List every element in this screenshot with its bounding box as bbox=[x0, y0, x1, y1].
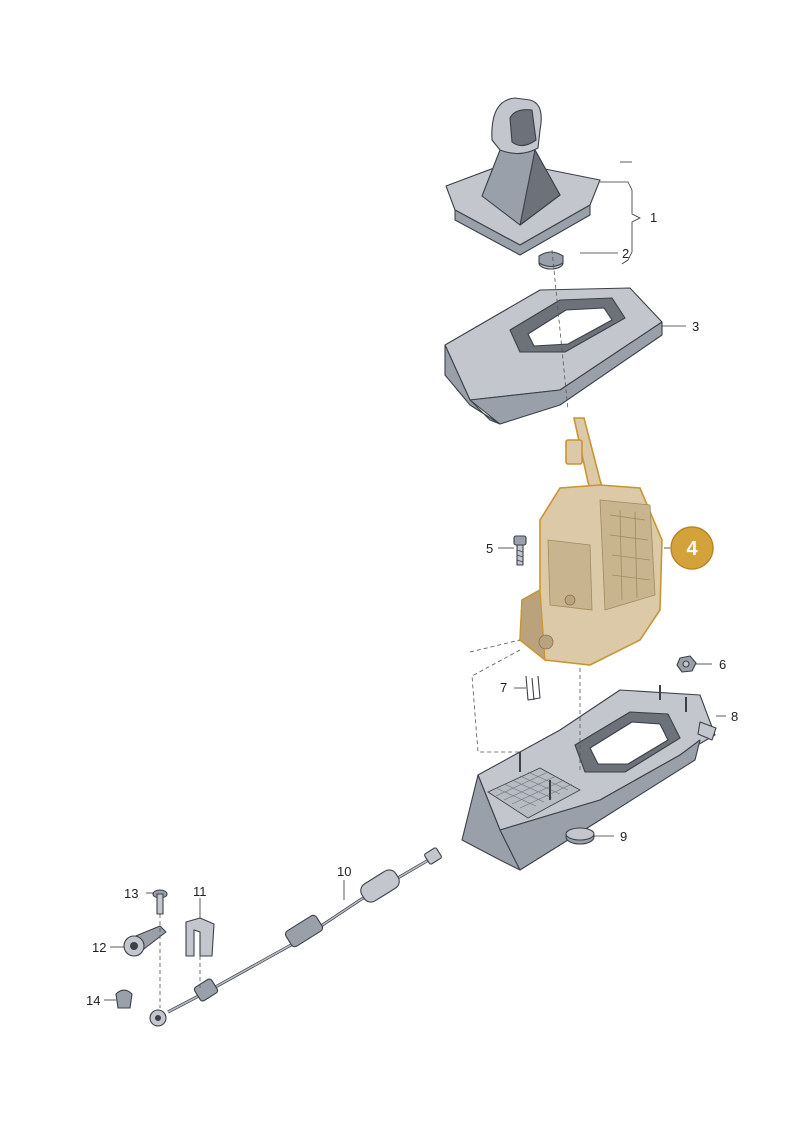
lever-bracket-12[interactable] bbox=[123, 925, 167, 957]
callout-5: 5 bbox=[486, 541, 493, 556]
callout-7: 7 bbox=[500, 680, 507, 695]
shift-base-housing[interactable] bbox=[461, 685, 717, 871]
callout-13: 13 bbox=[124, 886, 138, 901]
callout-labels: 1 2 3 4 5 6 7 8 9 10 11 12 13 14 bbox=[86, 210, 738, 1008]
callout-3: 3 bbox=[692, 319, 699, 334]
callout-12: 12 bbox=[92, 940, 106, 955]
screw-part-5[interactable] bbox=[513, 535, 527, 566]
gear-shift-mechanism[interactable] bbox=[519, 417, 663, 666]
console-trim-frame[interactable] bbox=[444, 287, 663, 425]
clip-part-14[interactable] bbox=[115, 989, 133, 1009]
gear-knob-boot[interactable] bbox=[445, 97, 601, 256]
callout-9: 9 bbox=[620, 829, 627, 844]
retaining-clip-7[interactable] bbox=[525, 675, 541, 701]
callout-2: 2 bbox=[622, 246, 629, 261]
callout-11: 11 bbox=[193, 884, 207, 899]
callout-6: 6 bbox=[719, 657, 726, 672]
callout-4-badge[interactable]: 4 bbox=[670, 526, 714, 570]
bolt-part-13[interactable] bbox=[152, 889, 168, 915]
shift-cable[interactable] bbox=[149, 847, 442, 1027]
u-clip-11[interactable] bbox=[185, 917, 215, 957]
nut-part-6[interactable] bbox=[676, 655, 697, 673]
callout-4: 4 bbox=[686, 538, 698, 560]
boot-clip[interactable] bbox=[538, 251, 564, 270]
callout-8: 8 bbox=[731, 709, 738, 724]
assembly-guide-lines bbox=[159, 249, 581, 1008]
callout-10: 10 bbox=[337, 864, 351, 879]
callout-14: 14 bbox=[86, 993, 100, 1008]
callout-1: 1 bbox=[650, 210, 657, 225]
grommet-part-9[interactable] bbox=[565, 827, 595, 845]
leader-lines bbox=[104, 161, 726, 1001]
